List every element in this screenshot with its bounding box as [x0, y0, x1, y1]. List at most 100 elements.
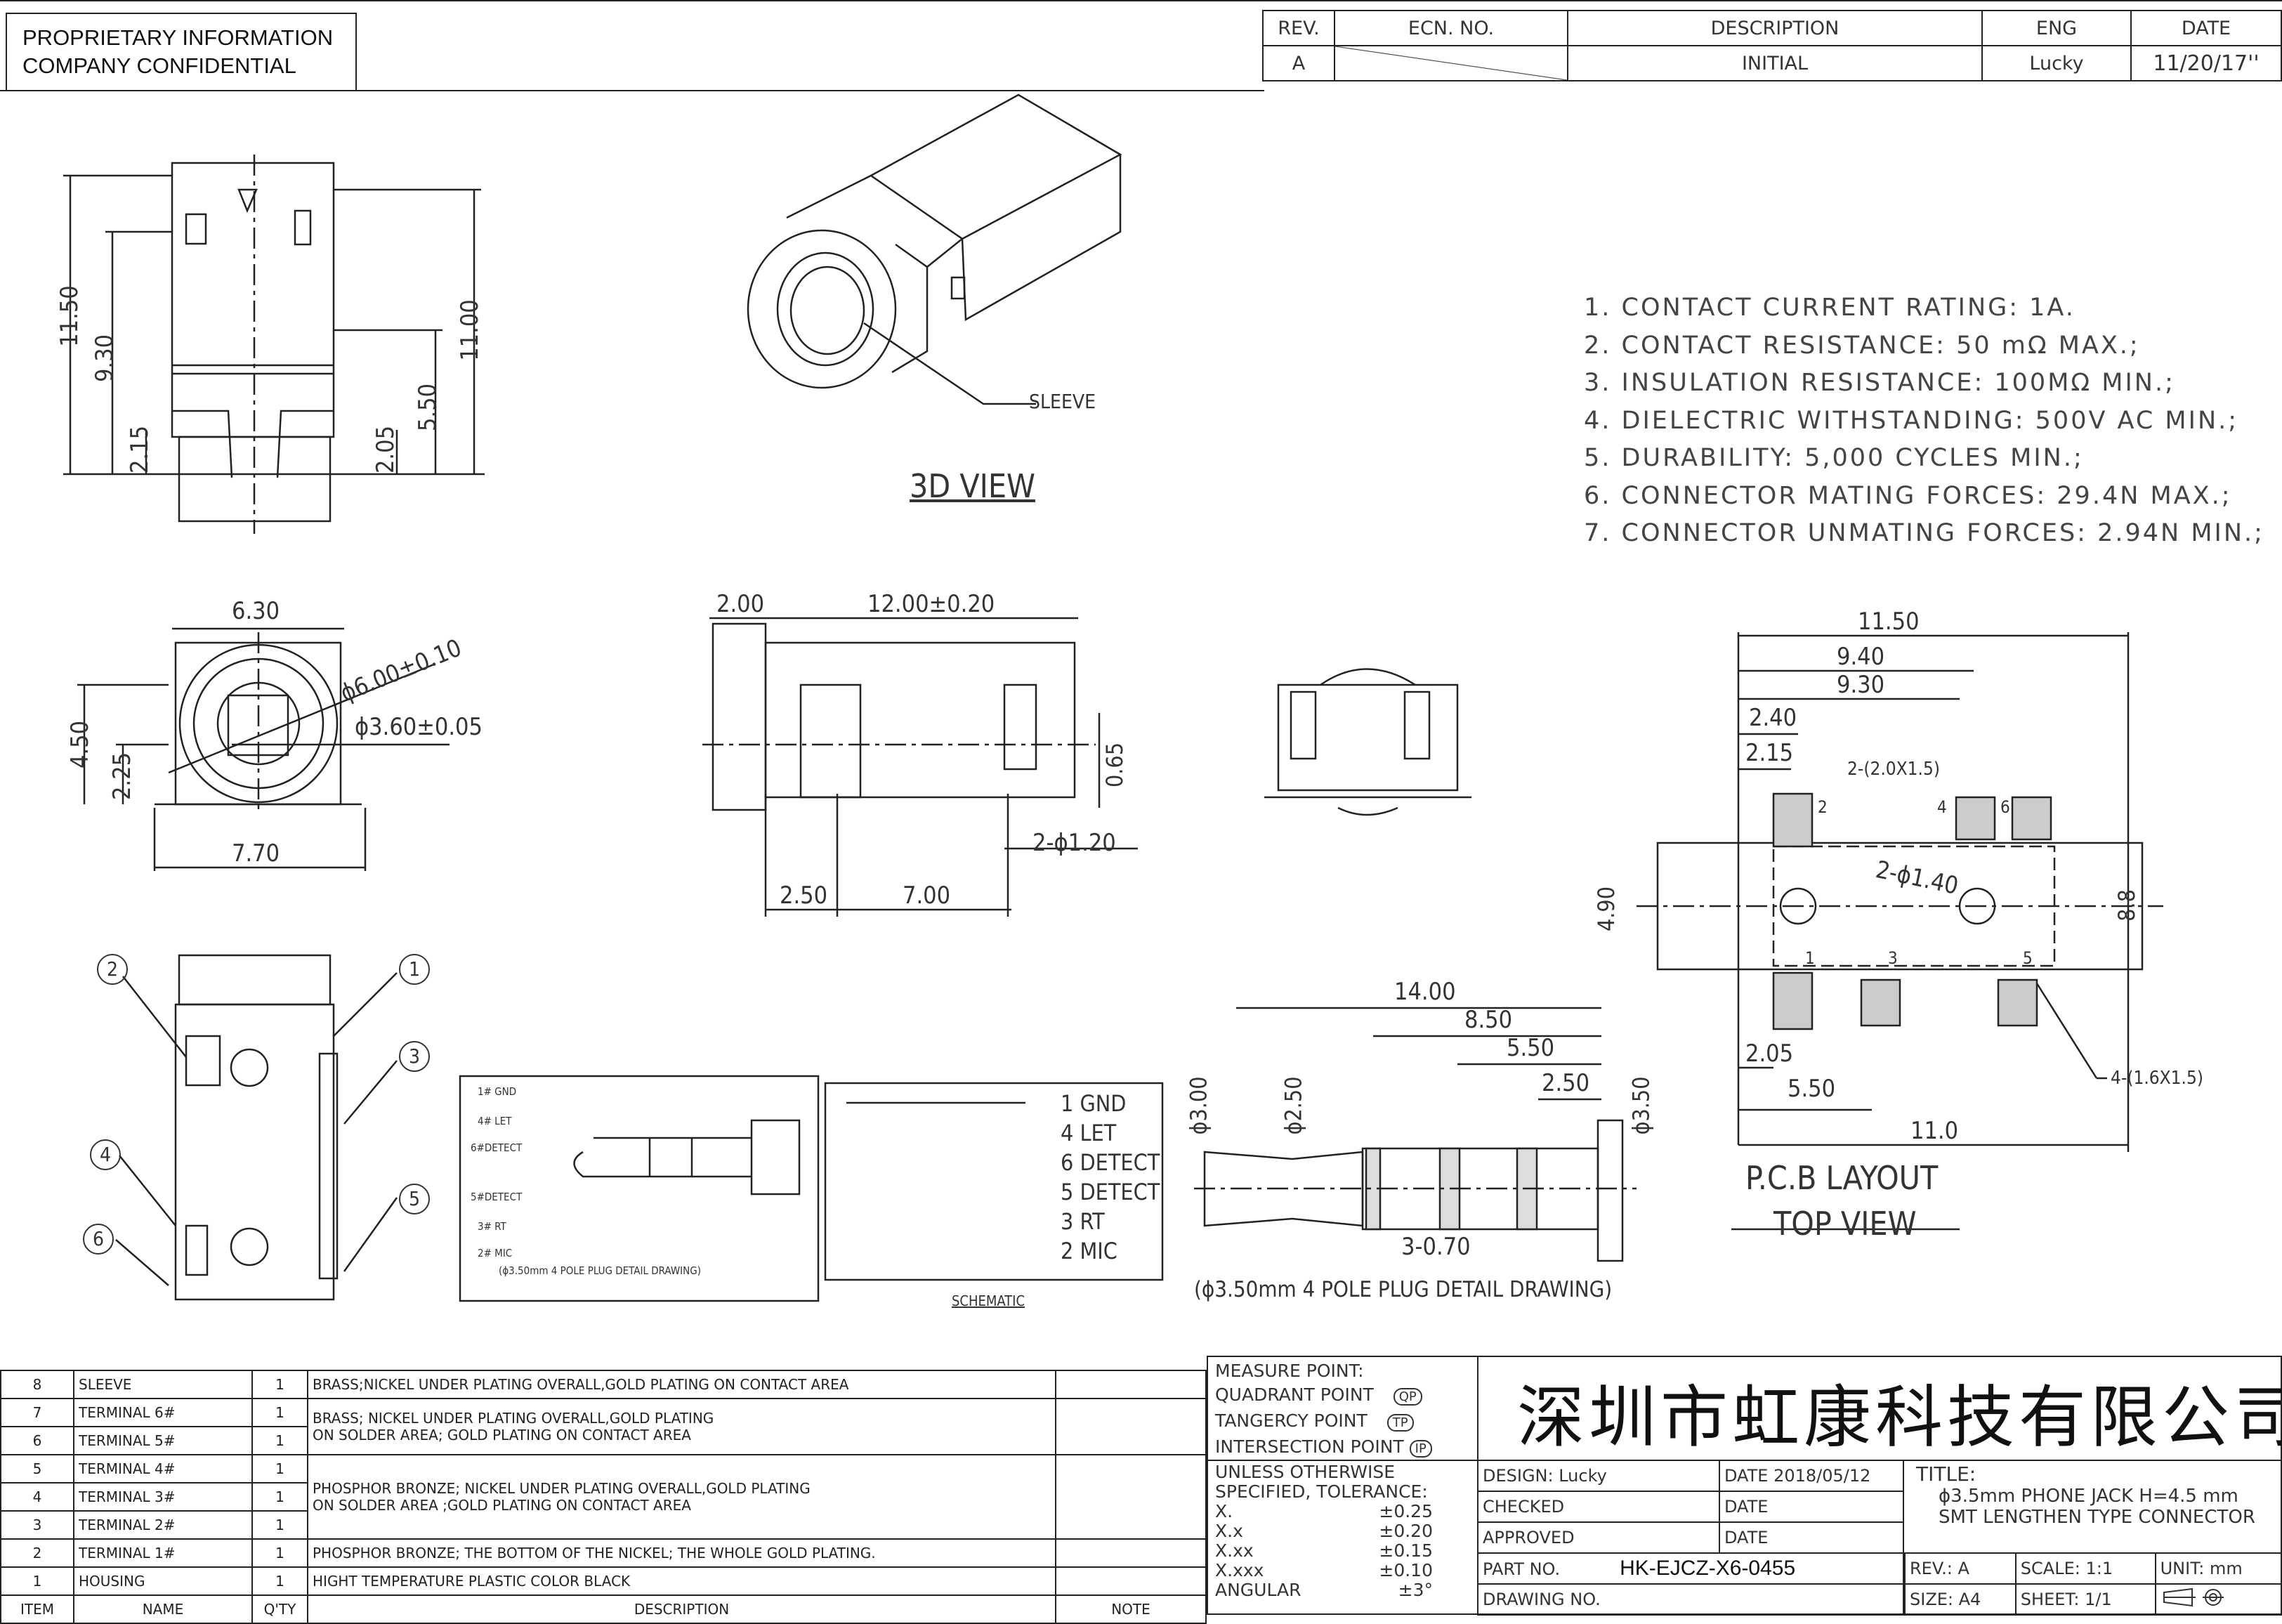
tol-value: ±0.10: [1379, 1560, 1433, 1580]
rev-value: A: [1262, 45, 1335, 81]
tol-row: X.x±0.20: [1215, 1521, 1433, 1541]
pcb-b2: 5.50: [1788, 1075, 1836, 1103]
note-2: 2. CONTACT RESISTANCE: 50 mΩ MAX.;: [1584, 331, 2140, 360]
bom-desc: PHOSPHOR BRONZE; NICKEL UNDER PLATING OV…: [307, 1454, 1056, 1540]
bom-header-desc: DESCRIPTION: [307, 1594, 1056, 1624]
eng-header: ENG: [1981, 10, 2132, 46]
tol-line1: UNLESS OTHERWISE: [1215, 1462, 1396, 1482]
top-view: [63, 155, 485, 534]
part-no-value: HK-EJCZ-X6-0455: [1620, 1557, 1796, 1580]
bom-qty: 1: [251, 1482, 308, 1512]
tol-line2: SPECIFIED, TOLERANCE:: [1215, 1481, 1428, 1502]
approved-cell: APPROVED: [1477, 1521, 1720, 1554]
plug-dia-c: ϕ3.50: [1627, 1076, 1655, 1135]
tol-key: X.xx: [1215, 1540, 1254, 1561]
front-dim-h2: 2.25: [108, 752, 137, 801]
sheet-info-table: REV.: A SCALE: 1:1 UNIT: mm SIZE: A4 SHE…: [1904, 1552, 2282, 1616]
title-area: TITLE: ϕ3.5mm PHONE JACK H=4.5 mm SMT LE…: [1910, 1462, 2255, 1528]
qp-badge: QP: [1393, 1388, 1422, 1406]
callout-3: 3: [399, 1041, 430, 1072]
callout-1: 1: [399, 954, 430, 985]
tol-row: X.±0.25: [1215, 1502, 1433, 1521]
tangency-label: TANGERCY POINT: [1215, 1410, 1368, 1431]
ecn-value: [1334, 45, 1568, 81]
bom-qty: 1: [251, 1454, 308, 1484]
pcb-pin-6: 6: [2000, 797, 2010, 817]
pcb-subtitle: TOP VIEW: [1773, 1205, 1917, 1243]
bom-row: 4 TERMINAL 3# 1: [0, 1482, 1206, 1512]
pcb-w3: 9.30: [1837, 671, 1885, 699]
bom-name: TERMINAL 3#: [73, 1482, 253, 1512]
pcb-pin-4: 4: [1937, 797, 1947, 817]
top-dim-1: 11.50: [55, 285, 84, 347]
bom-desc-line: ON SOLDER AREA; GOLD PLATING ON CONTACT …: [313, 1427, 691, 1443]
bom-desc: BRASS;NICKEL UNDER PLATING OVERALL,GOLD …: [307, 1370, 1056, 1399]
bom-desc: HIGHT TEMPERATURE PLASTIC COLOR BLACK: [307, 1566, 1056, 1596]
bom-row: 7 TERMINAL 6# 1 BRASS; NICKEL UNDER PLAT…: [0, 1398, 1207, 1455]
tol-value: ±0.15: [1379, 1540, 1433, 1561]
schematic-pin-3: 3 RT: [1061, 1208, 1105, 1235]
bom-name: TERMINAL 1#: [73, 1538, 253, 1568]
intersection-label: INTERSECTION POINT: [1215, 1436, 1404, 1457]
plug-dia-a: ϕ3.00: [1185, 1076, 1212, 1135]
title-line1: ϕ3.5mm PHONE JACK H=4.5 mm: [1939, 1486, 2238, 1507]
pcb-h1: 4.90: [1593, 886, 1620, 932]
title-label: TITLE:: [1916, 1462, 1976, 1486]
bom-qty: 1: [251, 1398, 308, 1427]
bom-note: [1055, 1538, 1207, 1568]
side-dim-d: 2.50: [780, 882, 828, 910]
date-header: DATE: [2130, 10, 2282, 46]
tol-value: ±0.20: [1379, 1521, 1433, 1541]
bom-header-name: NAME: [73, 1594, 253, 1624]
side-dim-e: 7.00: [903, 882, 951, 910]
pcb-b3: 11.0: [1910, 1117, 1959, 1145]
revision-table: REV. ECN. NO. DESCRIPTION ENG DATE A INI…: [1262, 10, 2282, 81]
plug-side-drawing: [1194, 1007, 1637, 1262]
note-4: 4. DIELECTRIC WITHSTANDING: 500V AC MIN.…: [1584, 406, 2239, 435]
tp-badge: TP: [1386, 1414, 1414, 1432]
bom-item: 2: [0, 1538, 74, 1568]
front-view: [77, 627, 450, 871]
tol-value: ±3°: [1398, 1580, 1433, 1600]
title-line2: SMT LENGTHEN TYPE CONNECTOR: [1939, 1507, 2255, 1528]
drawing-canvas: [63, 93, 2163, 1302]
bom-qty: 1: [251, 1510, 308, 1540]
quadrant-row: QUADRANT POINT QP: [1215, 1383, 1432, 1409]
bom-row: 3 TERMINAL 2# 1: [0, 1510, 1206, 1540]
description-value: INITIAL: [1567, 45, 1983, 81]
pcb-pin-5: 5: [2023, 948, 2033, 968]
proprietary-line2: COMPANY CONFIDENTIAL: [22, 53, 296, 78]
bom-item: 3: [0, 1510, 74, 1540]
top-dim-4: 5.50: [414, 383, 442, 432]
left-margin-line: [0, 90, 1264, 91]
top-dim-3: 11.00: [455, 299, 484, 361]
tb-line-1: [1207, 1460, 1477, 1461]
bom-row: 5 TERMINAL 4# 1 PHOSPHOR BRONZE; NICKEL …: [0, 1454, 1207, 1540]
plug-caption: (ϕ3.50mm 4 POLE PLUG DETAIL DRAWING): [1194, 1277, 1613, 1302]
plug-detail-caption: (ϕ3.50mm 4 POLE PLUG DETAIL DRAWING): [499, 1264, 701, 1277]
pcb-pin-1: 1: [1805, 948, 1815, 968]
bom-header-row: ITEM NAME Q'TY DESCRIPTION NOTE: [0, 1594, 1207, 1624]
front-dim-w1: 6.30: [232, 597, 280, 625]
top-dim-2: 9.30: [91, 334, 119, 383]
pcb-layout: [1637, 632, 2163, 1231]
side-view: [702, 617, 1138, 917]
pcb-w5: 2.15: [1745, 739, 1794, 767]
tol-row: ANGULAR±3°: [1215, 1580, 1433, 1600]
part-no-cell: PART NO.HK-EJCZ-X6-0455: [1477, 1552, 1904, 1585]
projection-icon: [2163, 1587, 2224, 1607]
note-5: 5. DURABILITY: 5,000 CYCLES MIN.;: [1584, 444, 2084, 472]
front-dim-h1: 4.50: [66, 720, 95, 769]
pcb-w4: 2.40: [1749, 704, 1797, 732]
bom-header-qty: Q'TY: [251, 1594, 308, 1624]
side-dim-c: 0.65: [1101, 742, 1129, 788]
pcb-w1: 11.50: [1858, 608, 1920, 636]
ecn-header: ECN. NO.: [1334, 10, 1568, 46]
schematic-pin-2: 2 MIC: [1061, 1238, 1117, 1264]
pcb-pin-2: 2: [1818, 797, 1828, 817]
bom-note: [1055, 1454, 1207, 1540]
pcb-h2: 8.8: [2113, 889, 2140, 922]
spec-notes: 1. CONTACT CURRENT RATING: 1A. 2. CONTAC…: [1584, 289, 2264, 553]
bom-qty: 1: [251, 1538, 308, 1568]
bom-note: [1055, 1370, 1207, 1399]
